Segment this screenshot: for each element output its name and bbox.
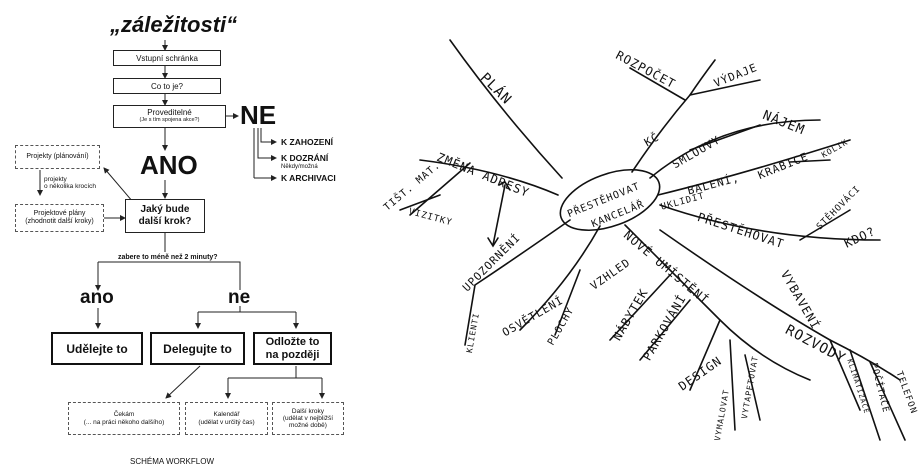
projects-planning-box: Projekty (plánování) (15, 145, 100, 169)
do-it-box: Udělejte to (51, 332, 143, 365)
no-item-discard: K ZAHOZENÍ (281, 137, 333, 147)
no-big-label: NE (240, 100, 277, 130)
calendar-box: Kalendář (udělat v určitý čas) (185, 402, 268, 435)
no-item-archive: K ARCHIVACI (281, 173, 336, 183)
no-item-someday: Někdy/možná (281, 164, 318, 170)
inbox-box: Vstupní schránka (113, 50, 221, 66)
actionable-sub: (Je s tím spojena akce?) (139, 117, 200, 124)
waiting-box: Čekám (... na práci někoho dalšího) (68, 402, 180, 435)
no-small-label: ne (228, 287, 251, 308)
next-actions-box: Další kroky (udělat v nejbližší možné do… (272, 402, 344, 435)
yes-small-label: ano (80, 287, 114, 308)
project-plans-box: Projektové plány (zhodnotit další kroky) (15, 204, 104, 232)
actionable-box: Proveditelné (Je s tím spojena akce?) (113, 105, 226, 128)
projects-multistep: projekty o několika krocích (44, 176, 97, 191)
defer-box: Odložte to na později (253, 332, 332, 365)
two-minutes-question: zabere to méně než 2 minuty? (118, 254, 218, 261)
next-step-box: Jaký bude další krok? (125, 199, 205, 233)
workflow-caption: SCHÉMA WORKFLOW (130, 457, 215, 466)
what-is-it-box: Co to je? (113, 78, 221, 94)
no-item-incubate: K DOZRÁNÍ (281, 153, 329, 163)
yes-big-label: ANO (140, 150, 198, 180)
workflow-title: „záležitosti“ (110, 12, 238, 37)
delegate-box: Delegujte to (150, 332, 245, 365)
actionable-label: Proveditelné (147, 108, 192, 118)
